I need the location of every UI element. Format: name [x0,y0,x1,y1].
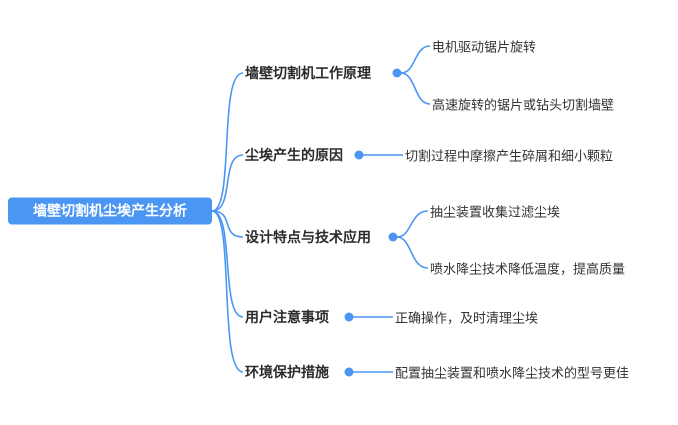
branch-dot[interactable] [392,68,402,78]
branch-dot[interactable] [344,312,354,322]
leaf-node[interactable]: 高速旋转的锯片或钻头切割墙壁 [432,97,615,113]
connector-line [211,72,244,212]
connector-line [396,210,429,238]
root-node[interactable]: 墙壁切割机尘埃产生分析 [8,197,212,225]
connector-line [211,210,244,318]
branch-dot[interactable] [354,150,364,160]
connector-line [211,210,244,238]
connector-line [400,45,431,74]
connector-line [400,72,431,105]
leaf-node[interactable]: 抽尘装置收集过滤尘埃 [430,204,561,220]
connector-line [211,210,244,373]
branch-label-env-protection[interactable]: 环境保护措施 [245,364,329,380]
leaf-node[interactable]: 电机驱动锯片旋转 [432,39,537,55]
leaf-node[interactable]: 喷水降尘技术降低温度，提高质量 [430,261,626,277]
branch-label-dust-causes[interactable]: 尘埃产生的原因 [245,147,343,163]
branch-label-user-notes[interactable]: 用户注意事项 [245,309,329,325]
connector-line [211,154,244,212]
leaf-node[interactable]: 配置抽尘装置和喷水降尘技术的型号更佳 [395,365,630,381]
connector-line [396,236,429,269]
branch-label-design-tech[interactable]: 设计特点与技术应用 [245,229,371,245]
branch-dot[interactable] [388,232,398,242]
leaf-node[interactable]: 正确操作，及时清理尘埃 [395,310,539,326]
leaf-node[interactable]: 切割过程中摩擦产生碎屑和细小颗粒 [405,148,614,164]
branch-dot[interactable] [344,367,354,377]
branch-label-working-principle[interactable]: 墙壁切割机工作原理 [245,65,371,81]
